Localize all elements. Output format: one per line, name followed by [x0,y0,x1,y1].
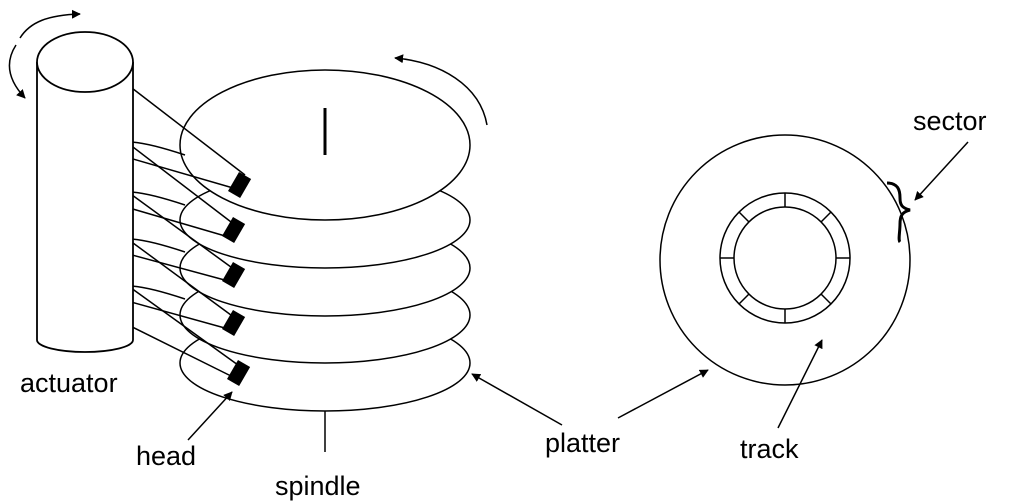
label-head: head [136,441,196,471]
track-inner-circle [733,206,837,310]
head-4 [222,310,246,337]
platter-top-view [659,134,911,386]
head-3 [222,262,246,289]
actuator-rotation-arrow-top [19,9,81,39]
sector-pointer-arrow [914,141,969,201]
label-spindle: spindle [275,471,361,501]
sector-dividers [720,193,850,323]
actuator-cylinder [36,31,134,353]
head-2 [222,217,246,244]
platter-stack [179,54,488,452]
label-track: track [740,434,799,464]
label-platter: platter [545,428,620,458]
label-sector: sector [913,106,987,136]
actuator-rotation-arrow-left [8,44,26,99]
sector-brace [886,181,911,244]
platter-pointer-arrow-left [471,373,563,426]
head-5 [227,360,251,387]
head-pointer-arrow [187,391,233,441]
label-actuator: actuator [20,368,118,398]
head-1 [228,172,252,199]
heads [222,172,252,387]
platter-pointer-arrow-right [617,369,709,419]
platter-rotation-arrow [394,54,488,126]
platter-outer-circle [659,134,911,386]
track-pointer-arrow [777,339,823,429]
actuator-assembly [8,9,252,387]
